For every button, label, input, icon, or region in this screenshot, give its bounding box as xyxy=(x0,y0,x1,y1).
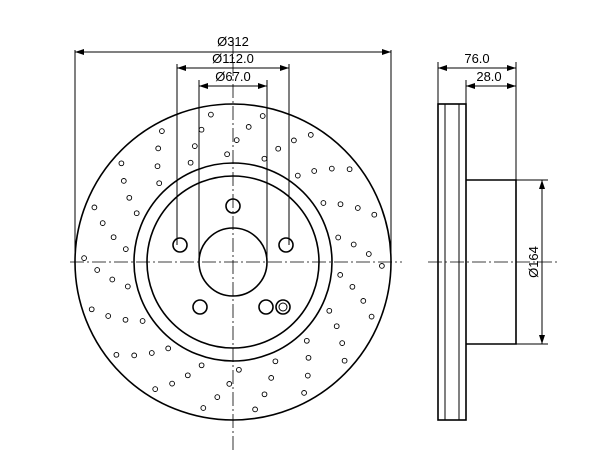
drill-hole xyxy=(335,234,342,241)
drill-hole xyxy=(341,357,348,364)
bolt-hole xyxy=(258,299,274,315)
drill-hole xyxy=(152,386,159,392)
drill-hole xyxy=(94,267,101,273)
drill-hole xyxy=(81,255,87,261)
friction-ring-inner-edge xyxy=(133,162,333,362)
drill-hole xyxy=(155,145,162,152)
hat-diameter-label: Ø164 xyxy=(526,246,541,278)
disc-thickness-label: 28.0 xyxy=(476,69,501,84)
drill-hole xyxy=(360,298,367,304)
drill-hole xyxy=(187,159,194,166)
bolt-circle-label: Ø112.0 xyxy=(212,51,254,66)
drill-hole xyxy=(214,394,221,400)
drill-hole xyxy=(148,350,155,356)
drill-hole xyxy=(165,345,172,352)
drill-hole xyxy=(133,210,140,217)
drill-hole xyxy=(291,137,297,144)
drill-hole xyxy=(337,201,344,208)
drill-hole xyxy=(184,372,191,379)
drill-hole xyxy=(328,165,335,172)
drill-hole xyxy=(110,234,117,241)
drill-hole xyxy=(365,251,372,257)
drill-hole xyxy=(268,375,275,381)
drill-hole xyxy=(208,111,214,118)
drill-hole xyxy=(154,163,161,170)
drill-hole xyxy=(139,318,146,324)
drill-hole xyxy=(320,200,327,206)
drill-hole xyxy=(159,128,165,134)
hat-outer-edge xyxy=(146,175,320,349)
drill-hole xyxy=(169,380,175,387)
drill-hole xyxy=(122,316,129,323)
bolt-hole xyxy=(172,237,188,253)
side-view: 76.0 28.0 Ø164 xyxy=(428,51,560,421)
drill-hole xyxy=(349,283,356,290)
drill-hole xyxy=(122,246,129,252)
drill-hole xyxy=(118,160,125,167)
drill-hole xyxy=(261,391,268,398)
drill-hole xyxy=(124,283,131,290)
drill-hole xyxy=(252,406,258,413)
drill-hole xyxy=(379,263,385,269)
drill-hole xyxy=(303,337,310,344)
drill-hole xyxy=(354,205,361,211)
bolt-hole xyxy=(225,198,241,214)
drill-hole xyxy=(113,351,120,358)
drill-hole xyxy=(326,307,333,314)
outer-diameter-label: Ø312 xyxy=(217,34,249,49)
drill-hole xyxy=(337,272,344,278)
drill-hole xyxy=(272,358,279,365)
drill-hole xyxy=(198,126,205,133)
drill-hole xyxy=(126,194,133,201)
disc-thickness-dimension: 28.0 xyxy=(465,69,517,104)
drill-hole xyxy=(131,352,138,359)
drill-hole xyxy=(294,172,301,179)
locating-screw-hole xyxy=(275,299,291,315)
drill-hole xyxy=(156,180,163,187)
drill-hole xyxy=(371,211,378,218)
drill-hole xyxy=(198,362,205,369)
drill-hole xyxy=(99,220,106,226)
drilled-cross-holes xyxy=(81,111,385,413)
drill-hole xyxy=(236,366,242,373)
drill-hole xyxy=(304,372,311,379)
outer-diameter-dimension: Ø312 xyxy=(74,34,392,262)
drill-hole xyxy=(259,113,266,119)
drill-hole xyxy=(307,132,314,138)
total-width-dimension: 76.0 xyxy=(437,51,517,180)
drill-hole xyxy=(226,381,233,387)
friction-ring-section xyxy=(437,103,467,421)
drill-hole xyxy=(88,306,95,313)
drill-hole xyxy=(301,390,307,396)
drill-hole xyxy=(109,276,116,283)
drill-hole xyxy=(224,151,230,158)
bolt-circle-dimension: Ø112.0 xyxy=(176,51,290,245)
drill-hole xyxy=(105,313,112,319)
center-bore-label: Ø67.0 xyxy=(215,69,250,84)
drill-hole xyxy=(311,168,318,174)
hat-section xyxy=(466,179,517,345)
drill-hole xyxy=(275,145,282,152)
drill-hole xyxy=(339,340,346,346)
bolt-hole xyxy=(192,299,208,315)
drill-hole xyxy=(200,405,207,411)
drill-hole xyxy=(233,137,240,143)
drill-hole xyxy=(261,155,268,162)
drill-hole xyxy=(346,166,353,173)
drill-hole xyxy=(368,313,375,320)
drill-hole xyxy=(120,178,127,184)
drill-hole xyxy=(350,241,357,248)
drill-hole xyxy=(305,354,312,361)
drill-hole xyxy=(245,124,252,130)
drill-hole xyxy=(91,204,98,211)
bolt-holes xyxy=(172,198,294,315)
drill-hole xyxy=(191,143,198,149)
front-view: Ø312 Ø112.0 Ø67.0 xyxy=(70,34,402,450)
bolt-hole xyxy=(278,237,294,253)
total-width-label: 76.0 xyxy=(464,51,489,66)
center-bore-dimension: Ø67.0 xyxy=(198,69,268,262)
hat-diameter-dimension: Ø164 xyxy=(516,179,548,345)
drill-hole xyxy=(333,323,340,330)
